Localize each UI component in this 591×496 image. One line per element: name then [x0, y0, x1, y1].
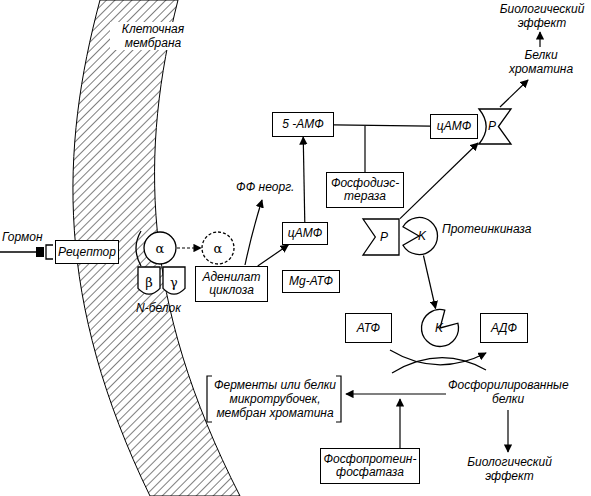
node-text: АТФ [355, 322, 382, 335]
node-text: Mg-АТФ [287, 275, 335, 288]
node-text: цАМФ [286, 227, 324, 240]
hormone-label: Гормон [2, 230, 62, 244]
subunit-circle: α [143, 231, 177, 265]
connector-arrow [423, 255, 435, 308]
protein-label: Белки хроматина [506, 48, 576, 76]
node-text: АДФ [489, 322, 519, 335]
target-label: Ферменты или белки микротрубочек, мембра… [214, 378, 336, 420]
node-text: β [143, 276, 155, 289]
enzyme-line [364, 126, 365, 172]
square-bracket [207, 376, 212, 422]
enzyme-label: Протеинкиназа [442, 222, 542, 236]
enzyme-box: Аденилат циклоза [195, 266, 268, 302]
molecule-box: цАМФ [282, 222, 328, 245]
connector-arrow [400, 143, 478, 219]
node-text: Фосфодиэс- тераза [327, 177, 403, 203]
product-label: ФФ неорг. [236, 180, 306, 194]
subunit-shape: β [137, 266, 161, 298]
effect-arrow [507, 410, 508, 452]
enzyme-box: Фосфодиэс- тераза [326, 172, 404, 208]
effect-label: Биологический эффект [462, 455, 557, 483]
node-text: K [410, 230, 428, 243]
catalytic-subunit: K [420, 308, 460, 348]
enzyme-box: Фосфопротеин- фосфатаза [320, 448, 420, 484]
node-text: K [433, 322, 447, 335]
molecule-box: 5 -АМФ [272, 112, 334, 137]
node-text: цАМФ [435, 120, 473, 133]
node-text: Клеточная мембрана [110, 22, 196, 50]
node-text: Аденилат циклоза [196, 271, 267, 297]
molecule-box: цАМФ [430, 114, 478, 139]
node-text: 5 -АМФ [280, 118, 326, 131]
subunit-shape: γ [162, 266, 186, 298]
node-text: P [486, 120, 504, 133]
regulatory-subunit: P [478, 108, 512, 145]
connector-arrow [303, 137, 305, 222]
effect-arrow [500, 80, 528, 107]
protein-label: Фосфорилированные белки [448, 378, 568, 406]
node-text: Рецептор [56, 246, 118, 259]
hormone-symbol [0, 245, 53, 259]
effect-label: Биологический эффект [496, 2, 588, 30]
node-text: P [372, 231, 390, 244]
connector-arrow [177, 247, 201, 248]
receptor-box: Рецептор [55, 240, 119, 264]
square-bracket [336, 376, 341, 422]
protein-label: N-белок [136, 301, 196, 315]
subunit-circle: α [201, 231, 235, 265]
reaction-arrow [245, 200, 262, 265]
molecule-box: АДФ [480, 313, 528, 343]
connector-arrow [258, 245, 289, 266]
effect-arrow [399, 399, 400, 448]
reaction-arrow [392, 358, 486, 373]
effect-arrow [539, 32, 540, 47]
node-text: Фосфопротеин- фосфатаза [321, 453, 419, 479]
effect-arrow [346, 393, 446, 394]
connector-arrow [334, 125, 430, 126]
regulatory-subunit: P [362, 218, 400, 256]
node-text: α [212, 242, 225, 255]
node-text: α [154, 242, 167, 255]
molecule-box: АТФ [345, 313, 392, 343]
molecule-box: Mg-АТФ [282, 270, 340, 293]
catalytic-subunit: K [399, 216, 439, 256]
node-text: γ [168, 276, 180, 289]
